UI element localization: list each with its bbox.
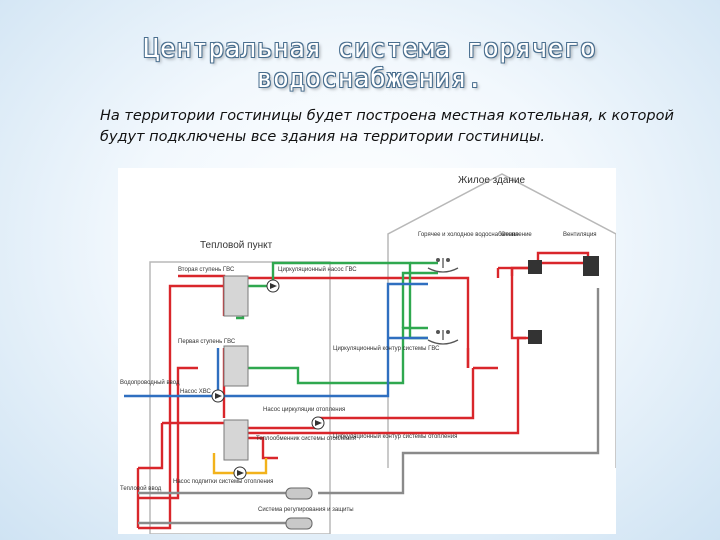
substation-label: Тепловой пункт [200, 240, 273, 251]
hx-heating [223, 419, 249, 461]
cold-water-in-label: Водопроводный ввод [120, 379, 180, 386]
hx-stage1 [223, 345, 249, 387]
cold-water-line [124, 282, 428, 398]
building-label: Жилое здание [458, 175, 526, 186]
title-line-1: Центральная система горячего [143, 34, 597, 64]
pump-cold-icon [211, 389, 225, 403]
hx-stage1-label: Первая ступень ГВС [178, 339, 236, 345]
faucet-top-icon [427, 258, 459, 273]
building-outline [387, 173, 617, 468]
hot-water-diagram: Жилое здание Тепловой пункт Горячее и хо… [118, 168, 617, 535]
towel-rail-icon [583, 256, 599, 276]
recirc-heat-label: Циркуляционный контур системы отопления [333, 433, 457, 440]
pump-makeup-icon [233, 466, 247, 480]
heating-label: Отопление [501, 232, 532, 238]
pump-cold-label: Насос ХВС [180, 389, 212, 395]
radiator-top-icon [528, 260, 542, 274]
hx-heating-label: Теплообменник системы отопления [256, 436, 356, 442]
title-line-2: водоснабжения. [256, 64, 484, 94]
pump-makeup-label: Насос подпитки системы отопления [173, 479, 273, 485]
hx-stage2 [223, 275, 249, 317]
control-lines [138, 288, 600, 525]
pump-recirc-label: Циркуляционный насос ГВС [278, 266, 357, 273]
hx-stage2-label: Вторая ступень ГВС [178, 267, 235, 273]
pump-heat-circ-label: Насос циркуляции отопления [263, 407, 345, 413]
description-text: На территории гостиницы будет построена … [100, 108, 674, 145]
dhw-lines [228, 261, 438, 385]
page-title: Центральная система горячего водоснабжен… [120, 34, 620, 94]
control-system-label: Система регулирования и защиты [258, 507, 354, 513]
pump-recirc-icon [266, 279, 280, 293]
heat-input-label: Тепловой ввод [120, 485, 162, 492]
recirc-dhw-label: Циркуляционный контур системы ГВС [333, 345, 440, 352]
pump-heat-circ-icon [311, 416, 325, 430]
towel-label: Вентиляция [563, 232, 597, 238]
faucet-bottom-icon [427, 330, 459, 345]
control-valve-1 [285, 487, 313, 500]
faucets-label: Горячее и холодное водоснабжение [418, 232, 519, 238]
radiator-bottom-icon [528, 330, 542, 344]
control-valve-2 [285, 517, 313, 530]
